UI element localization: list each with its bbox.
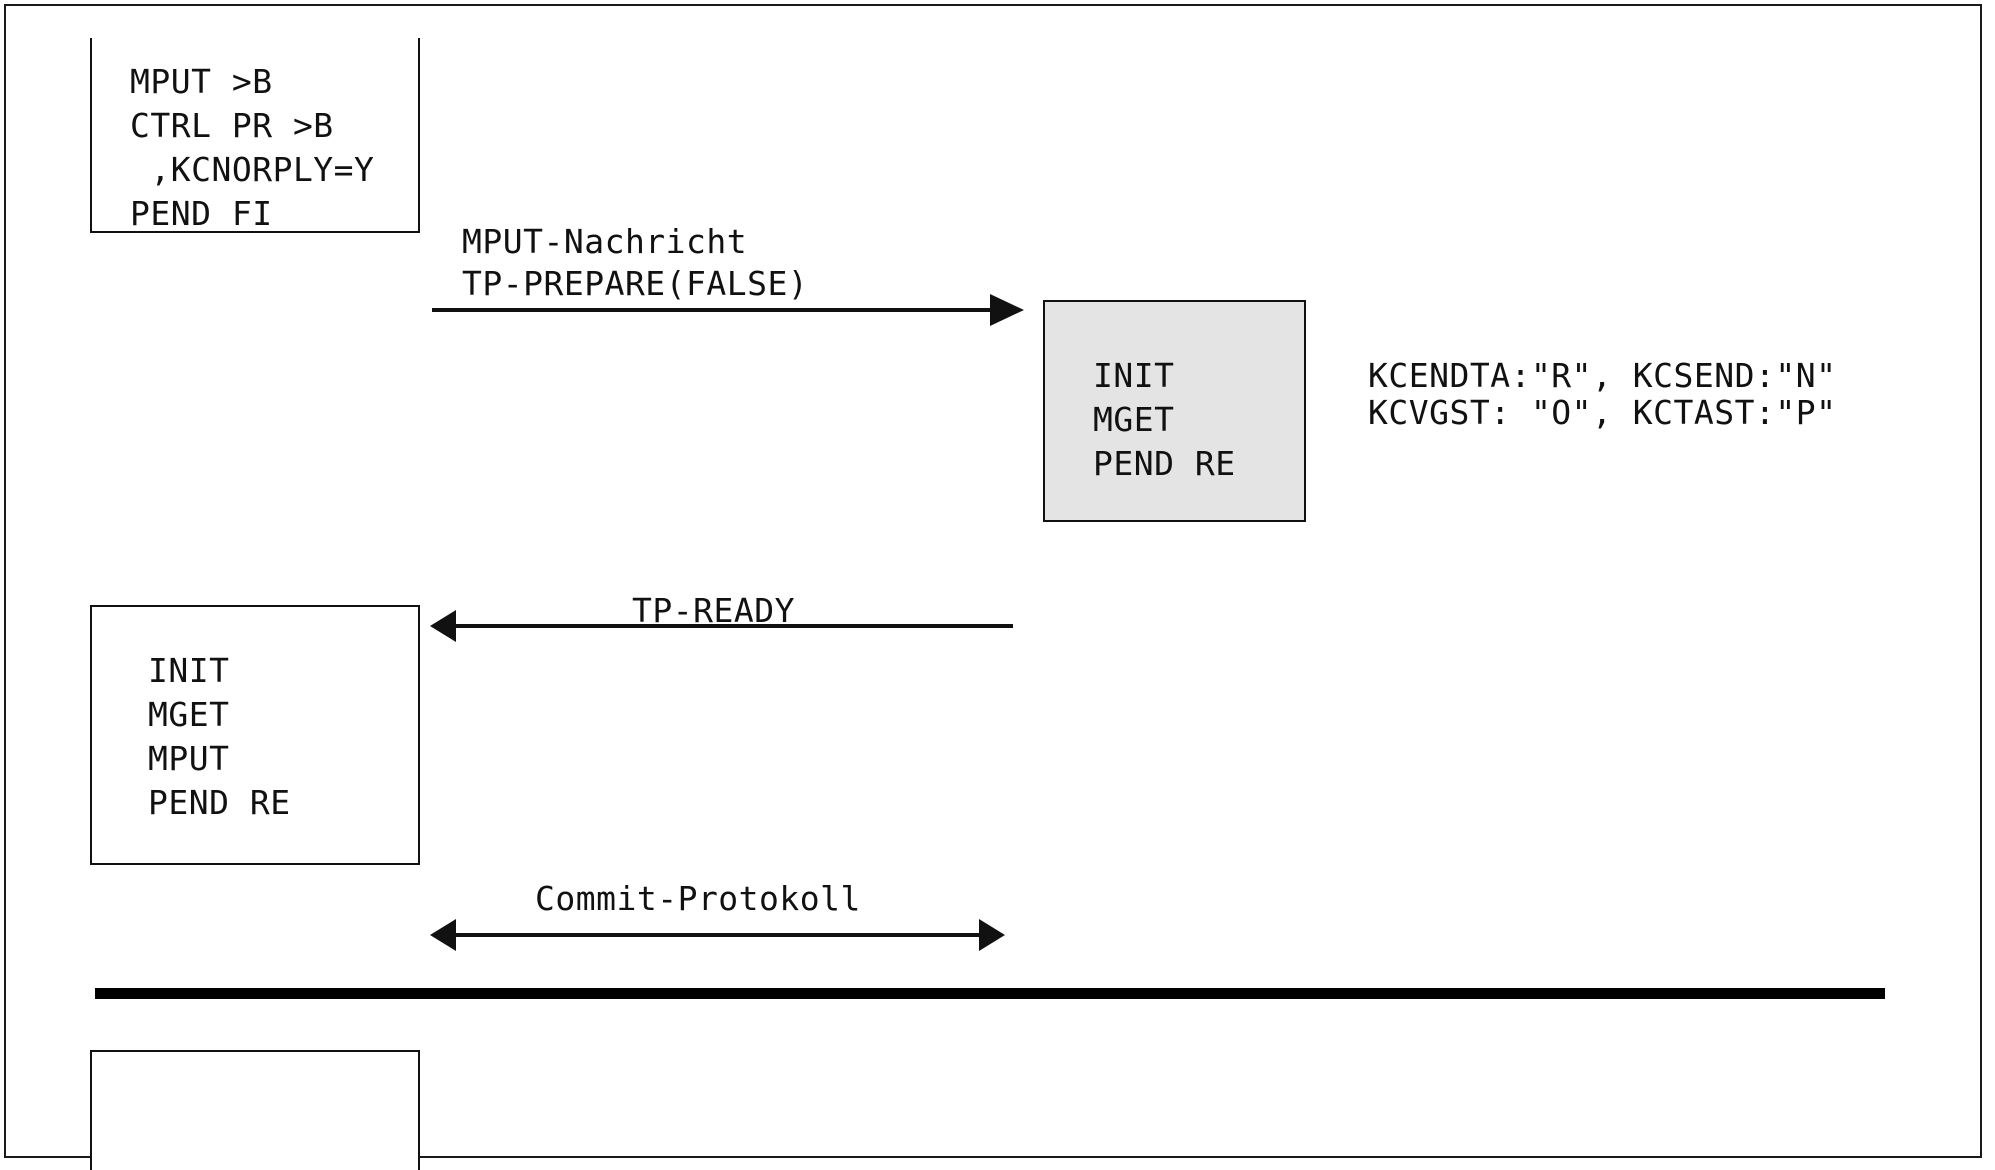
code-box-server-init-text: INIT MGET PEND RE	[1093, 356, 1236, 483]
arrow-mput-nachricht	[430, 292, 1025, 332]
code-box-client-mput: MPUT >B CTRL PR >B ,KCNORPLY=Y PEND FI	[90, 38, 420, 233]
arrow-commit-protokoll-label: Commit-Protokoll	[535, 879, 861, 918]
arrow-bidirectional-glyph	[430, 919, 1005, 951]
code-box-client-init: INIT MGET MPUT PEND RE	[90, 605, 420, 865]
arrow-mput-nachricht-label-line1: MPUT-Nachricht	[462, 222, 748, 261]
code-box-server-init: INIT MGET PEND RE	[1043, 300, 1306, 522]
arrow-commit-protokoll	[430, 917, 1005, 957]
arrow-left-glyph	[430, 610, 1013, 642]
arrow-tp-ready-label: TP-READY	[632, 591, 795, 630]
thick-separator-rule	[95, 988, 1885, 999]
arrow-right-glyph	[432, 294, 1024, 326]
annotation-kcb-fields-line1: KCENDTA:"R", KCSEND:"N"	[1368, 356, 1837, 395]
code-box-client-mput-text: MPUT >B CTRL PR >B ,KCNORPLY=Y PEND FI	[130, 62, 375, 233]
arrow-tp-ready	[430, 608, 1015, 648]
annotation-kcb-fields-line2: KCVGST: "O", KCTAST:"P"	[1368, 393, 1837, 432]
code-box-bottom-empty	[90, 1050, 420, 1170]
code-box-client-init-text: INIT MGET MPUT PEND RE	[148, 651, 291, 822]
arrow-mput-nachricht-label-line2: TP-PREPARE(FALSE)	[462, 264, 809, 303]
